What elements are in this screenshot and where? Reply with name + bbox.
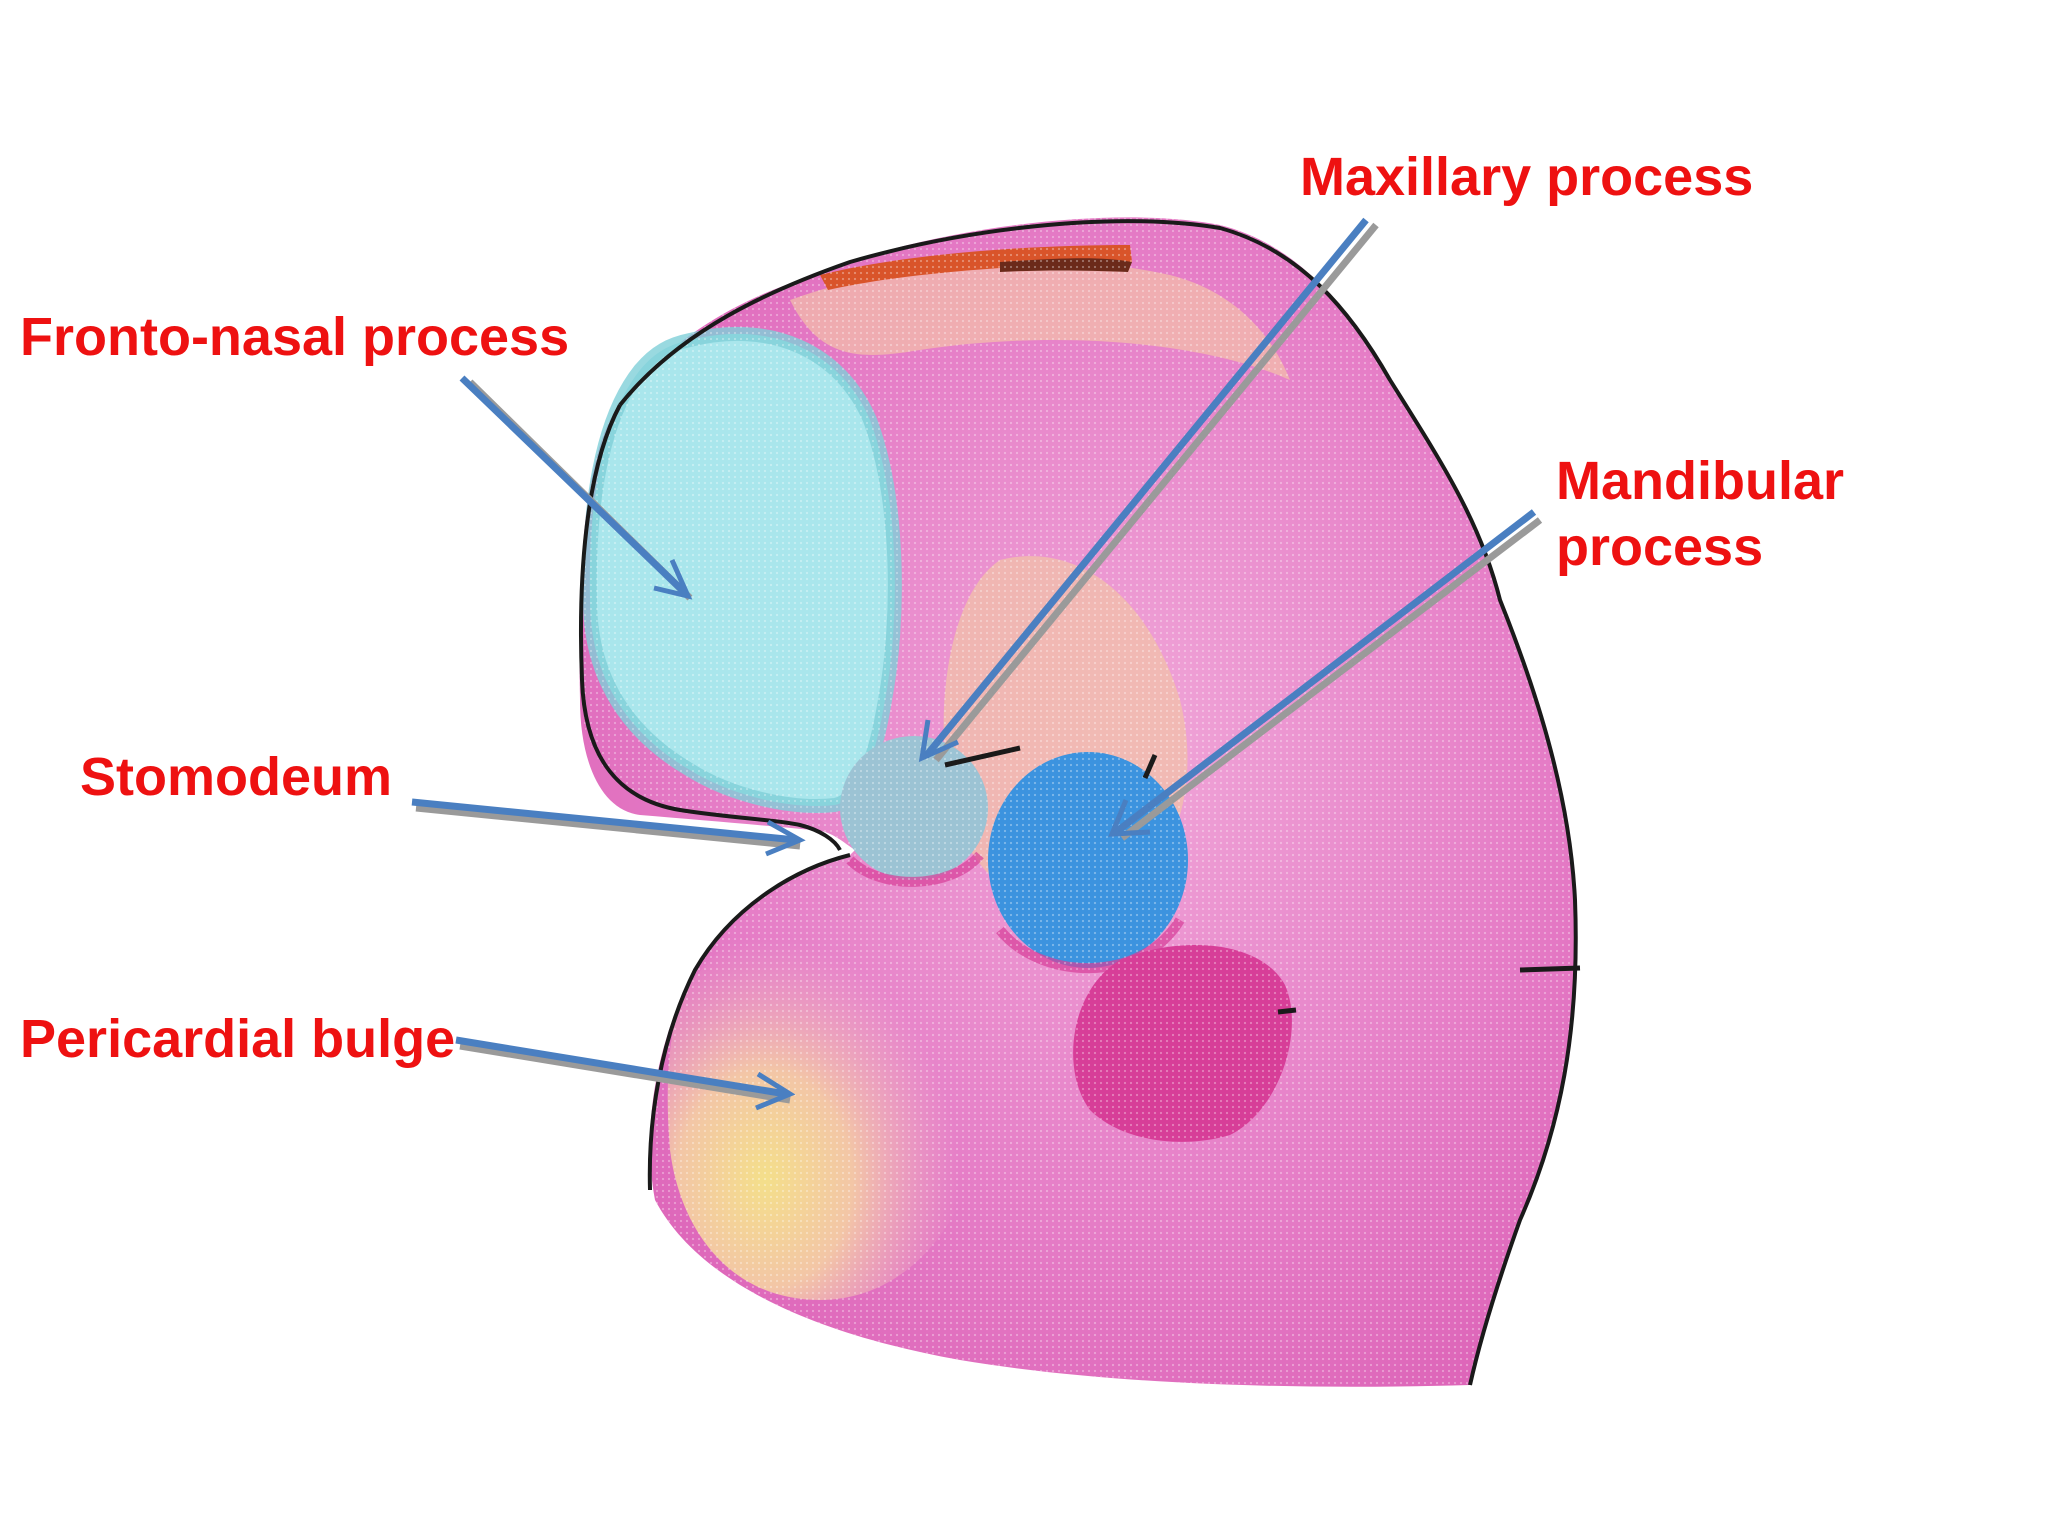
arrow-fronto-nasal (459, 375, 693, 601)
label-mandibular-line2: process (1556, 517, 1764, 577)
tick-mark (1142, 754, 1158, 779)
tick-mark (1277, 1007, 1297, 1015)
halftone-overlay (579, 217, 1576, 1387)
tick-mark (1519, 965, 1581, 973)
chin-chest-outline (647, 853, 851, 1191)
arrow-stomodeum (411, 798, 806, 857)
arrow-mandibular (1108, 509, 1543, 841)
embryo-outline (618, 219, 1578, 1386)
label-pericardial-bulge: Pericardial bulge (20, 1009, 456, 1069)
arrow-pericardial (455, 1036, 796, 1111)
label-maxillary-process: Maxillary process (1300, 147, 1754, 207)
label-stomodeum: Stomodeum (80, 747, 393, 807)
label-mandibular-process: Mandibular process (1556, 448, 1844, 580)
label-mandibular-line1: Mandibular (1556, 451, 1845, 511)
tick-mark (944, 745, 1021, 768)
label-fronto-nasal-process: Fronto-nasal process (20, 307, 570, 367)
arrow-maxillary (918, 217, 1379, 763)
face-front-outline (579, 404, 842, 852)
